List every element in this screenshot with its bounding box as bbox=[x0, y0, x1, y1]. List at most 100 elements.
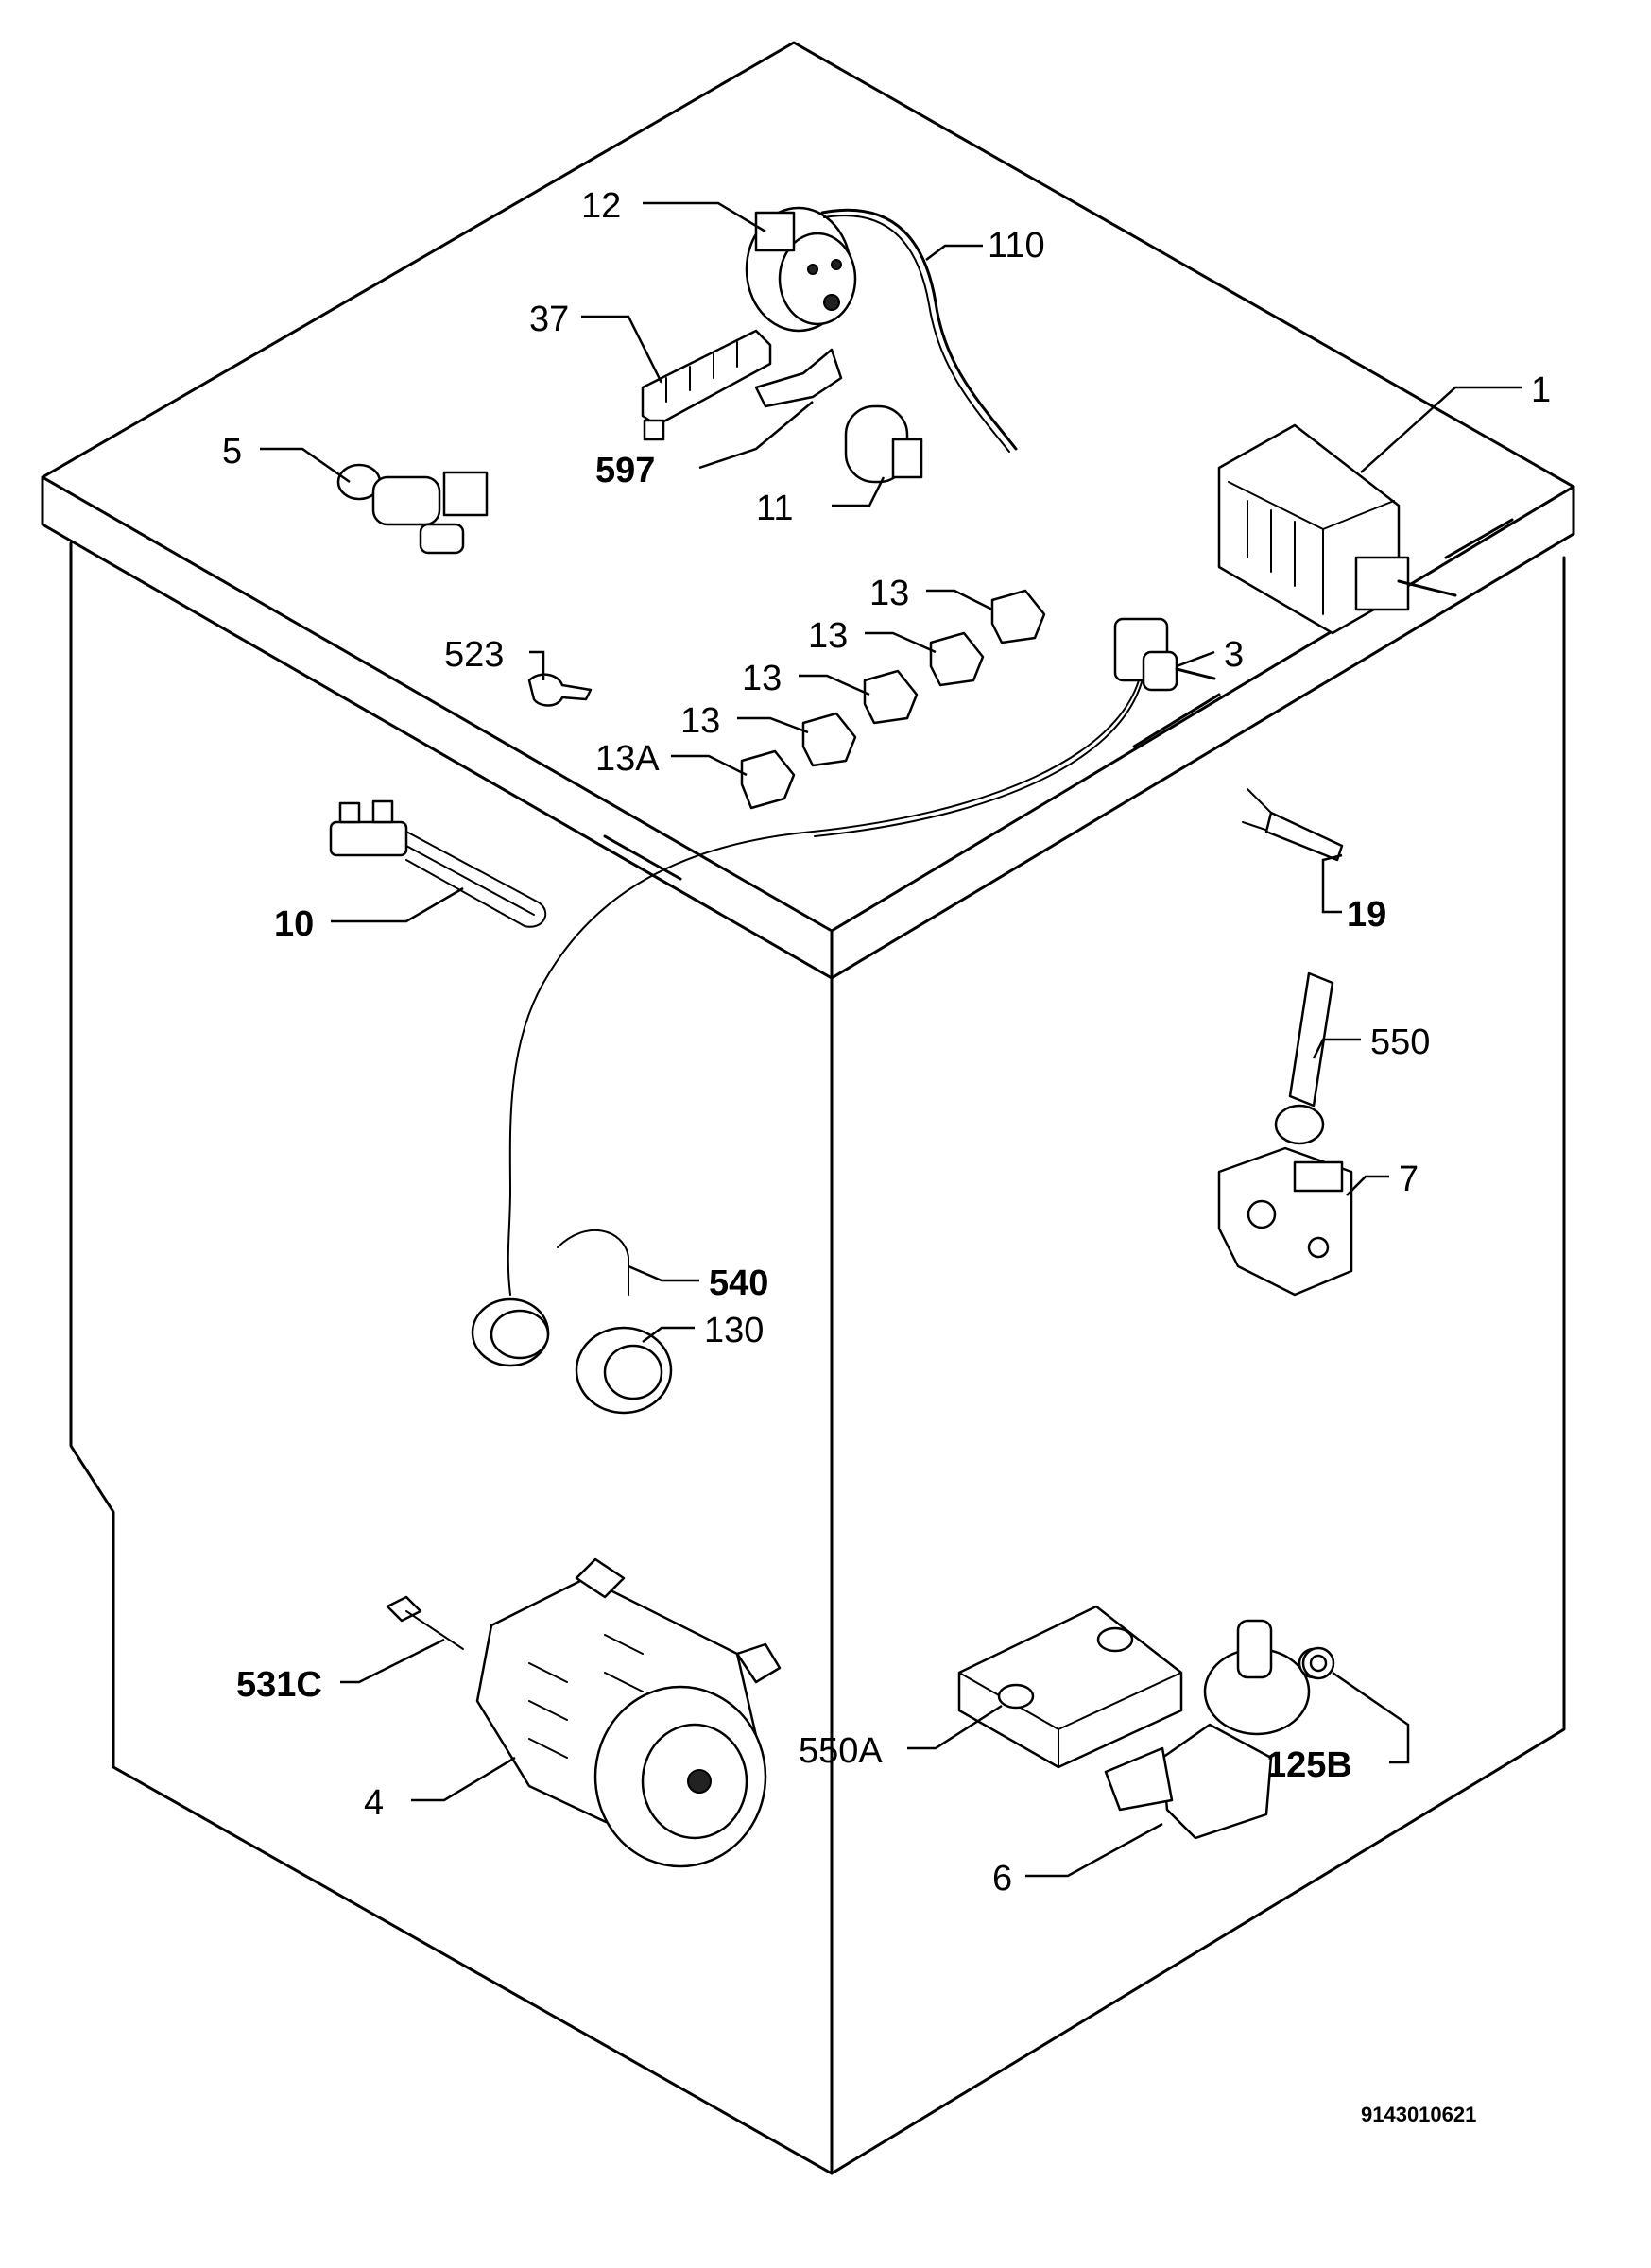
drain-pump-part bbox=[1104, 1619, 1330, 1840]
label-125B: 125B bbox=[1266, 1745, 1352, 1785]
bracket-part bbox=[754, 348, 843, 408]
pump-outlet bbox=[1236, 1619, 1273, 1679]
label-11: 11 bbox=[756, 489, 793, 528]
leader-3 bbox=[1176, 650, 1215, 668]
temperature-sensor-part bbox=[1242, 788, 1344, 862]
capacitor-part bbox=[844, 404, 923, 484]
door-lever-pivot bbox=[1274, 1104, 1325, 1145]
connector-13A bbox=[740, 749, 796, 810]
label-7: 7 bbox=[1399, 1160, 1419, 1199]
terminal-block-tab bbox=[643, 419, 665, 441]
callout-labels: 12 110 37 597 11 5 1 13 13 13 13 13A 3 5… bbox=[222, 186, 1551, 1899]
cover-part bbox=[957, 1605, 1183, 1769]
seal-part bbox=[471, 1297, 673, 1415]
cabinet-body-outline bbox=[69, 541, 1566, 2175]
label-10: 10 bbox=[274, 904, 314, 944]
screw-part bbox=[386, 1595, 464, 1650]
leader-13A bbox=[671, 754, 748, 777]
leader-13-top bbox=[926, 589, 993, 611]
leader-130 bbox=[642, 1326, 695, 1343]
timer-edges bbox=[1228, 481, 1395, 615]
pressure-switch-pin bbox=[831, 259, 842, 270]
cabinet-detail-line bbox=[1444, 518, 1514, 559]
connector-13-top bbox=[990, 589, 1046, 644]
inlet-valve-part bbox=[336, 463, 489, 555]
leader-5 bbox=[260, 447, 351, 484]
connector-13-second bbox=[929, 631, 985, 687]
seal-two-inner bbox=[603, 1344, 663, 1400]
pressure-switch-terminal bbox=[754, 211, 796, 252]
seal-one-inner bbox=[490, 1309, 550, 1360]
appliance-cabinet bbox=[41, 41, 1575, 2175]
door-lever-550 bbox=[1288, 971, 1334, 1108]
label-3: 3 bbox=[1224, 635, 1244, 675]
clip-part bbox=[527, 673, 593, 707]
heater-tube-end bbox=[524, 902, 547, 928]
motor-shaft bbox=[687, 1769, 712, 1794]
leader-19 bbox=[1321, 853, 1343, 914]
switch-housing bbox=[1142, 650, 1178, 692]
pressure-switch-nozzle bbox=[823, 294, 840, 311]
leader-523 bbox=[529, 650, 545, 680]
label-550A: 550A bbox=[799, 1731, 883, 1771]
timer-shaft bbox=[1397, 579, 1457, 597]
label-540: 540 bbox=[709, 1263, 768, 1303]
leader-11 bbox=[832, 476, 886, 507]
interlock-hole bbox=[1247, 1199, 1277, 1229]
label-597: 597 bbox=[595, 451, 655, 490]
leader-550A bbox=[907, 1704, 1003, 1750]
pressure-hose-inner bbox=[823, 215, 1010, 453]
motor-part bbox=[475, 1557, 782, 1868]
cabinet-detail-line bbox=[1132, 693, 1221, 748]
inlet-valve-body bbox=[371, 475, 441, 526]
pressure-hose-part bbox=[820, 208, 1018, 451]
switch-shaft bbox=[1175, 667, 1216, 680]
heater-tubes bbox=[405, 831, 540, 927]
leader-13-second bbox=[865, 631, 937, 654]
connector-part bbox=[740, 589, 1046, 810]
timer-contacts bbox=[1247, 500, 1296, 587]
leader-550 bbox=[1312, 1038, 1361, 1059]
leader-13-third bbox=[799, 674, 870, 696]
label-13-second: 13 bbox=[808, 616, 848, 656]
terminal-block-slots bbox=[665, 341, 738, 403]
pump-filter bbox=[1104, 1746, 1174, 1812]
label-37: 37 bbox=[529, 300, 569, 339]
label-13A: 13A bbox=[595, 739, 660, 779]
inlet-valve-outlet bbox=[419, 523, 465, 555]
label-130: 130 bbox=[704, 1311, 764, 1350]
cover-hole-top bbox=[1096, 1626, 1134, 1653]
cover-hole bbox=[997, 1683, 1035, 1710]
capacitor-terminal bbox=[891, 438, 923, 479]
leader-12 bbox=[643, 201, 766, 233]
label-19: 19 bbox=[1347, 895, 1386, 935]
leader-13-fourth bbox=[737, 716, 809, 734]
motor-mount-side bbox=[735, 1642, 782, 1684]
label-4: 4 bbox=[364, 1783, 384, 1823]
motor-vents bbox=[528, 1634, 644, 1759]
label-12: 12 bbox=[581, 186, 621, 226]
leader-110 bbox=[925, 244, 983, 261]
leader-531C bbox=[340, 1638, 445, 1684]
connector-13-fourth bbox=[801, 712, 857, 767]
label-110: 110 bbox=[988, 226, 1045, 266]
heater-flange bbox=[329, 820, 408, 857]
heater-terminals bbox=[338, 799, 394, 824]
leader-540 bbox=[628, 1264, 699, 1282]
door-interlock-part bbox=[1217, 971, 1353, 1297]
label-13-fourth: 13 bbox=[680, 701, 720, 741]
leader-7 bbox=[1346, 1175, 1389, 1196]
connecting-cable-second bbox=[814, 681, 1143, 837]
inlet-valve-coil bbox=[442, 471, 489, 517]
cover-edges bbox=[958, 1672, 1182, 1768]
label-13-third: 13 bbox=[742, 659, 782, 698]
cabinet-detail-line bbox=[603, 834, 682, 881]
leader-37 bbox=[581, 315, 663, 384]
motor-mount-top bbox=[575, 1557, 626, 1599]
label-13-top: 13 bbox=[869, 574, 909, 613]
label-6: 6 bbox=[992, 1859, 1012, 1899]
terminal-block-part bbox=[641, 329, 772, 441]
screw-shank bbox=[405, 1610, 464, 1650]
